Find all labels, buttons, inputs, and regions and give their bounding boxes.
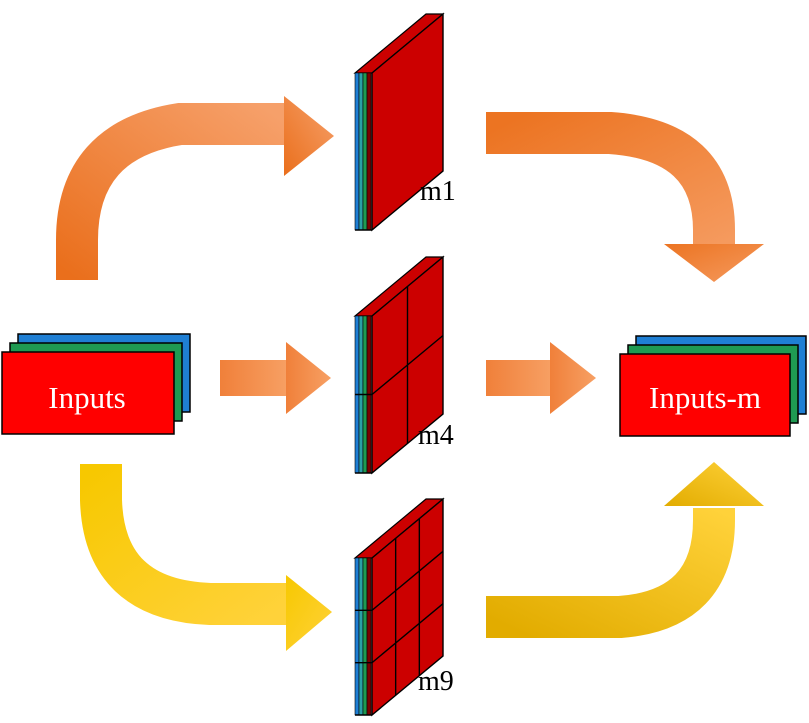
- mask-label-m1: m1: [420, 176, 456, 207]
- mask-grid-line: [371, 603, 444, 664]
- mask-side-layer: [354, 72, 360, 231]
- arrow-m9-to-output: [486, 462, 764, 638]
- inputs-card-stack: Inputs: [1, 333, 191, 435]
- outputs-label: Inputs-m: [649, 380, 761, 415]
- mask-side-layer: [358, 72, 364, 231]
- inputs-label: Inputs: [48, 380, 126, 415]
- outputs-card-stack: Inputs-m: [619, 335, 807, 437]
- outputs-card-red: [619, 353, 791, 437]
- mask-side-layer: [354, 557, 360, 716]
- mask-side-layer: [366, 72, 372, 231]
- mask-grid-line: [371, 334, 444, 396]
- mask-m9: [353, 497, 445, 717]
- mask-m1: [353, 12, 445, 232]
- mask-grid-line: [371, 550, 444, 611]
- mask-side-layer: [366, 557, 372, 716]
- inputs-card-red: [1, 351, 175, 435]
- arrow-m4-to-output: [486, 342, 596, 414]
- arrow-m1-to-output: [486, 112, 764, 282]
- mask-front-face: [371, 12, 444, 232]
- mask-m4: [353, 255, 445, 475]
- arrow-input-to-m9: [80, 464, 332, 651]
- arrow-input-to-m4: [220, 342, 331, 414]
- mask-side-layer: [358, 557, 364, 716]
- mask-label-m9: m9: [418, 666, 454, 697]
- arrow-input-to-m1: [56, 96, 334, 280]
- mask-label-m4: m4: [418, 420, 454, 451]
- mask-side-layer: [362, 72, 368, 231]
- mask-side-layer: [362, 557, 368, 716]
